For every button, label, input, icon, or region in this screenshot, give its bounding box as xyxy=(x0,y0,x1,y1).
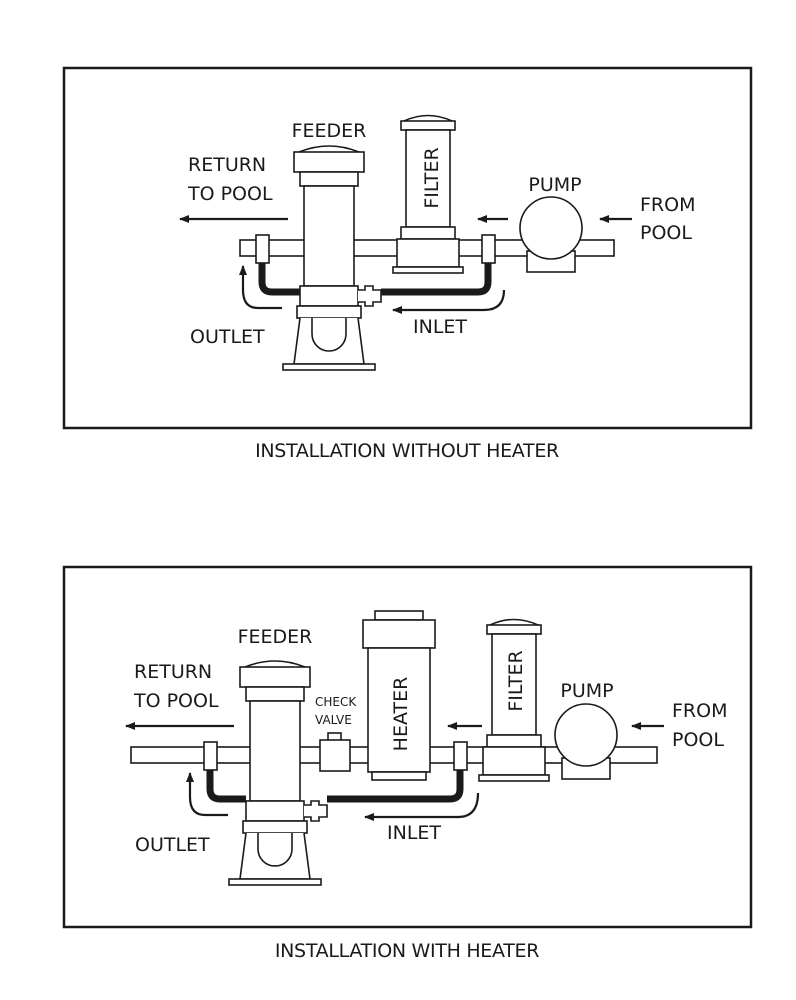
check-valve xyxy=(319,732,351,772)
pump xyxy=(554,703,618,780)
feeder-dome xyxy=(244,660,306,668)
feeder-label: FEEDER xyxy=(292,120,367,142)
filter-label: FILTER xyxy=(505,650,527,711)
outlet-label: OUTLET xyxy=(135,834,210,856)
pump-label: PUMP xyxy=(560,680,613,702)
feeder xyxy=(228,660,328,886)
inlet-fitting xyxy=(358,285,382,307)
inlet-label: INLET xyxy=(387,822,441,844)
outlet-flow-arrow xyxy=(239,265,282,310)
inlet-fitting xyxy=(304,800,328,822)
filter-column xyxy=(405,129,451,228)
feeder-dome xyxy=(298,145,360,153)
panel-frame xyxy=(62,66,753,430)
feeder-base xyxy=(239,832,311,880)
inlet-label: INLET xyxy=(413,316,467,338)
return-to-pool-label-line1: RETURN xyxy=(188,154,266,176)
inlet-hose xyxy=(381,263,492,296)
plumbing-drawing xyxy=(179,114,632,371)
outlet-hose xyxy=(258,263,300,296)
feeder-collar xyxy=(299,171,359,187)
filter xyxy=(478,618,550,782)
feeder-foot xyxy=(282,363,376,371)
inlet-flow-arrow xyxy=(364,792,480,821)
caption-without-heater: INSTALLATION WITHOUT HEATER xyxy=(255,440,559,462)
feeder-bowl xyxy=(257,833,293,867)
heater-body xyxy=(367,647,431,773)
filter-collar xyxy=(400,226,456,240)
inlet-flow-arrow xyxy=(392,289,506,314)
inlet-saddle-clamp xyxy=(481,234,496,264)
feeder-lower-collar xyxy=(245,800,305,822)
from-pool-label-line2: POOL xyxy=(640,222,692,244)
from-pool-label-line2: POOL xyxy=(672,729,724,751)
filter-foot xyxy=(392,266,464,274)
inlet-hose xyxy=(327,770,464,803)
return-to-pool-label-line2: TO POOL xyxy=(133,690,219,712)
outlet-saddle-clamp xyxy=(255,234,270,264)
filter-base xyxy=(396,238,460,268)
outlet-flow-arrow xyxy=(186,772,228,817)
feeder-label: FEEDER xyxy=(238,626,313,648)
check-valve-label-line1: CHECK xyxy=(315,695,357,709)
panel-without-heater: FEEDER RETURN TO POOL FILTER PUMP FROM POOL OUT… xyxy=(62,66,753,462)
feeder-bowl xyxy=(311,318,347,352)
feeder-ring xyxy=(242,820,308,834)
heater-top-cap xyxy=(374,610,424,621)
return-to-pool-label-line1: RETURN xyxy=(134,661,212,683)
inlet-saddle-clamp xyxy=(453,741,468,771)
panel-with-heater: FEEDER RETURN TO POOL CHECK VALVE HEATER FILTE… xyxy=(62,565,753,962)
caption-with-heater: INSTALLATION WITH HEATER xyxy=(275,940,539,962)
feeder-foot xyxy=(228,878,322,886)
heater xyxy=(362,610,436,781)
feeder-ring xyxy=(296,305,362,319)
feeder-lower-collar xyxy=(299,285,359,307)
plumbing-drawing xyxy=(125,610,664,886)
filter-cap xyxy=(400,120,456,131)
heater-cap xyxy=(362,619,436,649)
feeder-collar xyxy=(245,686,305,702)
filter xyxy=(392,114,464,274)
heater-base xyxy=(371,771,427,781)
heater-label: HEATER xyxy=(390,677,412,752)
feeder xyxy=(282,145,382,371)
filter-dome xyxy=(403,114,453,122)
return-to-pool-label-line2: TO POOL xyxy=(187,183,273,205)
filter-base xyxy=(482,746,546,776)
check-valve-body xyxy=(319,739,351,772)
feeder-cap xyxy=(293,151,365,173)
outlet-label: OUTLET xyxy=(190,326,265,348)
from-pool-label-line1: FROM xyxy=(672,700,727,722)
panel-frame xyxy=(62,565,753,929)
pump-label: PUMP xyxy=(528,174,581,196)
filter-label: FILTER xyxy=(421,147,443,208)
from-pool-label-line1: FROM xyxy=(640,194,695,216)
filter-dome xyxy=(489,618,539,626)
check-valve-label-line2: VALVE xyxy=(315,713,352,727)
feeder-column xyxy=(249,700,301,802)
pump-motor xyxy=(519,196,583,260)
feeder-cap xyxy=(239,666,311,688)
filter-foot xyxy=(478,774,550,782)
filter-cap xyxy=(486,624,542,635)
outlet-saddle-clamp xyxy=(203,741,218,771)
feeder-base xyxy=(293,317,365,365)
filter-collar xyxy=(486,734,542,748)
outlet-hose xyxy=(206,770,246,803)
feeder-column xyxy=(303,185,355,287)
pump-motor xyxy=(554,703,618,767)
pump xyxy=(519,196,583,273)
